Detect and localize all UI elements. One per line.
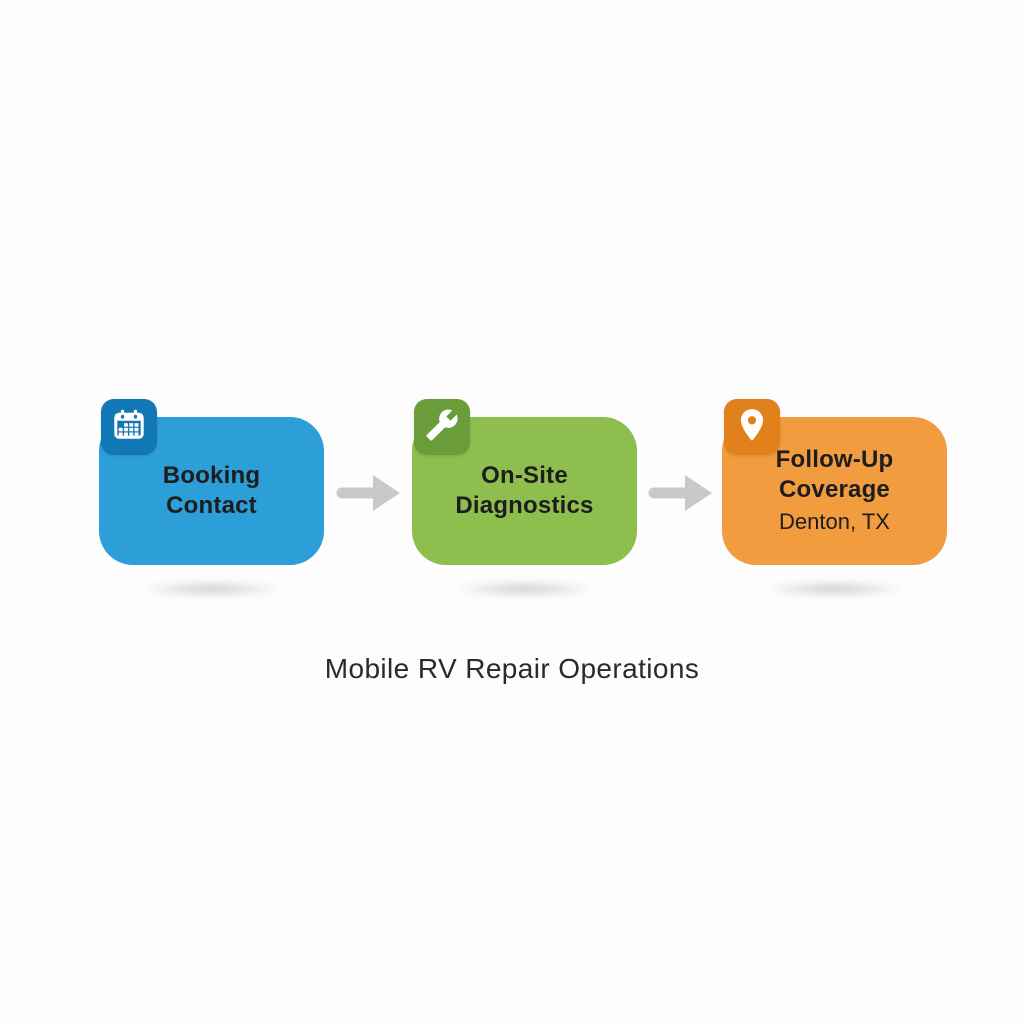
flow-arrow-icon: [648, 475, 712, 511]
floor-shadow: [728, 575, 941, 603]
wrench-icon: [425, 408, 459, 447]
calendar-icon: [111, 407, 147, 448]
step-label-line: Follow-Up: [775, 446, 894, 473]
location-badge: [724, 399, 780, 455]
diagram-caption: Mobile RV Repair Operations: [324, 653, 700, 684]
wrench-badge: [414, 399, 470, 455]
step-label-line: Contact: [166, 492, 257, 519]
step-follow-up-coverage: Follow-Up Coverage Denton, TX: [722, 399, 947, 603]
step-label-line: Coverage: [779, 476, 890, 503]
floor-shadow: [105, 575, 318, 603]
step-label-line: Diagnostics: [455, 492, 594, 519]
step-label-line: Booking: [162, 462, 261, 489]
step-label-line: On-Site: [481, 462, 568, 489]
calendar-badge: [101, 399, 157, 455]
step-on-site-diagnostics: On-Site Diagnostics: [412, 399, 637, 603]
flow-arrow-icon: [336, 475, 400, 511]
step-booking-contact: Booking Contact: [99, 399, 324, 603]
location-pin-icon: [733, 406, 771, 449]
step-location-text: Denton, TX: [779, 509, 890, 534]
floor-shadow: [418, 575, 631, 603]
